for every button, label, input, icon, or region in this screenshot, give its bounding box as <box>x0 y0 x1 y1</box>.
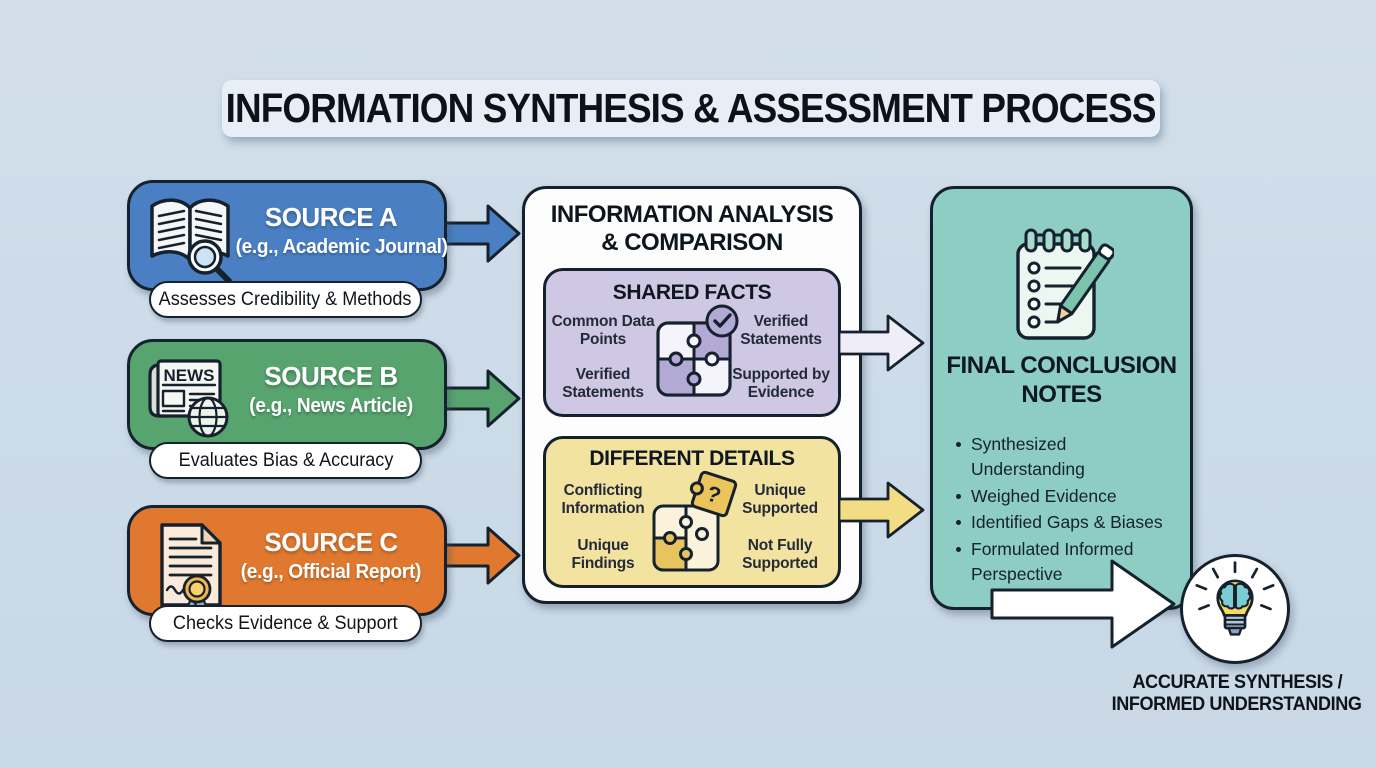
newspaper-globe-icon: NEWS <box>148 359 229 438</box>
source-b-badge: Evaluates Bias & Accuracy <box>149 442 422 479</box>
source-a-name: SOURCE A <box>264 202 398 232</box>
source-a-box: SOURCE A (e.g., Academic Journal) <box>127 180 448 291</box>
source-c-box: SOURCE C (e.g., Official Report) <box>127 505 447 616</box>
shared-fact-item: Supported by Evidence <box>732 366 830 401</box>
arrow-different-details-icon <box>838 481 925 539</box>
analysis-title: INFORMATION ANALYSIS & COMPARISON <box>550 201 834 257</box>
different-detail-item: Unique Supported <box>742 482 818 517</box>
outcome-circle <box>1180 554 1290 664</box>
conclusion-bullet: Synthesized Understanding <box>954 432 1182 483</box>
svg-text:NEWS: NEWS <box>164 366 215 385</box>
different-detail-item: Not Fully Supported <box>742 537 818 572</box>
source-b-box: NEWS SOURCE B (e.g., News Article) <box>127 339 447 450</box>
diagram-title-bar: INFORMATION SYNTHESIS & ASSESSMENT PROCE… <box>222 80 1160 137</box>
conclusion-bullet: Formulated Informed Perspective <box>954 537 1182 588</box>
lightbulb-brain-icon <box>1195 561 1275 636</box>
certified-document-icon <box>160 523 222 613</box>
conclusion-bullet: Identified Gaps & Biases <box>954 510 1182 535</box>
arrow-source-b-icon <box>444 369 521 428</box>
source-b-example: (e.g., News Article) <box>249 394 413 417</box>
source-c-name: SOURCE C <box>264 527 398 557</box>
source-a-text: SOURCE A (e.g., Academic Journal) <box>230 202 448 259</box>
conclusion-bullet-list: Synthesized Understanding Weighed Eviden… <box>954 432 1182 588</box>
source-c-text: SOURCE C (e.g., Official Report) <box>230 527 432 584</box>
source-b-text: SOURCE B (e.g., News Article) <box>230 361 432 418</box>
shared-fact-item: Verified Statements <box>740 313 822 348</box>
arrow-shared-facts-icon <box>838 314 925 372</box>
shared-fact-item: Common Data Points <box>551 313 655 348</box>
source-a-example: (e.g., Academic Journal) <box>235 235 448 258</box>
conclusion-bullet: Weighed Evidence <box>954 484 1182 509</box>
different-detail-item: Unique Findings <box>571 537 635 572</box>
arrow-source-a-icon <box>444 204 521 263</box>
book-magnifier-icon <box>150 198 232 284</box>
shared-fact-item: Verified Statements <box>562 366 644 401</box>
source-b-name: SOURCE B <box>264 361 398 391</box>
arrow-conclusion-icon <box>990 559 1176 649</box>
source-a-badge: Assesses Credibility & Methods <box>149 281 422 318</box>
arrow-source-c-icon <box>444 526 521 585</box>
outcome-caption: ACCURATE SYNTHESIS / INFORMED UNDERSTAND… <box>1111 672 1363 716</box>
different-detail-item: Conflicting Information <box>561 482 645 517</box>
notepad-pencil-icon <box>1016 228 1114 340</box>
puzzle-check-icon <box>656 304 739 397</box>
puzzle-question-icon: ? <box>652 470 738 572</box>
shared-facts-title: SHARED FACTS <box>612 281 772 304</box>
diagram-title: INFORMATION SYNTHESIS & ASSESSMENT PROCE… <box>226 85 1157 131</box>
different-details-title: DIFFERENT DETAILS <box>589 447 795 470</box>
conclusion-title: FINAL CONCLUSION NOTES <box>946 352 1177 408</box>
source-c-example: (e.g., Official Report) <box>240 560 422 583</box>
source-c-badge: Checks Evidence & Support <box>149 605 422 642</box>
